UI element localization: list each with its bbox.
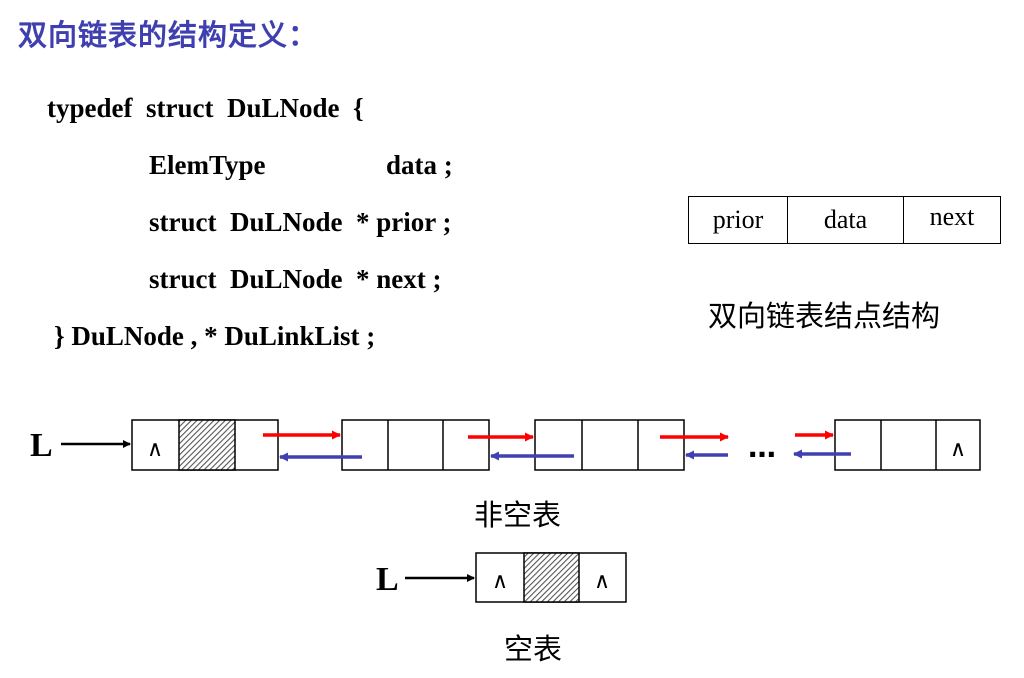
null-next-symbol: ∧ [950, 437, 966, 462]
empty-list-head-node: ∧ ∧ [475, 552, 627, 603]
node-structure-box: prior data next [688, 196, 1001, 244]
empty-head-pointer-label: L [376, 561, 399, 598]
code-line-close: } DuLNode , * DuLinkList ; [54, 321, 376, 351]
code-line-data-field: data ; [386, 150, 453, 180]
null-next-symbol: ∧ [594, 569, 610, 594]
non-empty-list-caption: 非空表 [474, 498, 562, 532]
null-prior-symbol: ∧ [492, 569, 508, 594]
list-node [341, 419, 490, 471]
list-node-head: ∧ [131, 419, 279, 471]
next-field: next [929, 202, 975, 231]
page-title: 双向链表的结构定义： [18, 18, 319, 52]
node-structure-caption: 双向链表结点结构 [708, 299, 941, 333]
hatched-data-cell [523, 552, 580, 603]
ellipsis: … [748, 431, 776, 464]
head-pointer-label: L [30, 427, 53, 464]
list-node-tail: ∧ [834, 419, 981, 471]
code-line-next: struct DuLNode * next ; [149, 264, 442, 294]
hatched-data-cell [178, 419, 236, 471]
data-field: data [788, 197, 904, 243]
code-line-typedef: typedef struct DuLNode { [47, 93, 364, 123]
list-node [534, 419, 685, 471]
code-line-prior: struct DuLNode * prior ; [149, 207, 452, 237]
empty-list-caption: 空表 [504, 632, 563, 666]
prior-field: prior [689, 197, 788, 243]
null-prior-symbol: ∧ [147, 437, 163, 462]
code-line-elemtype: ElemType [149, 150, 266, 180]
